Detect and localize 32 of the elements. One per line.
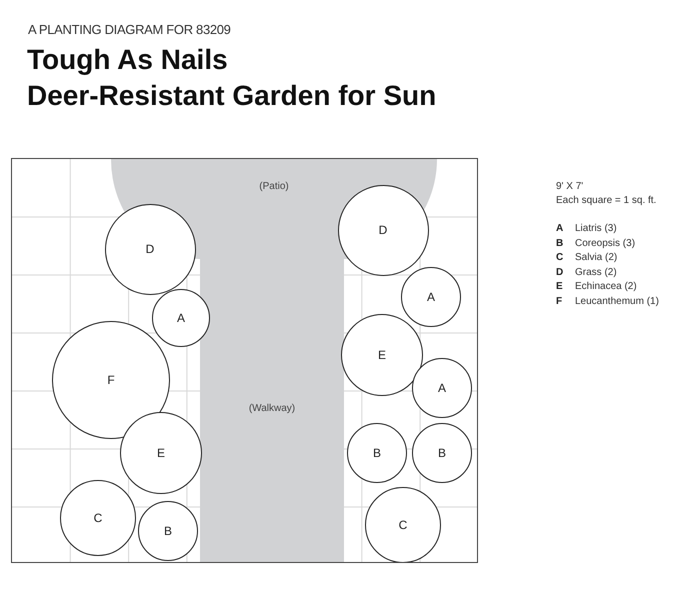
subtitle: A PLANTING DIAGRAM FOR 83209 [28,21,231,39]
plant-letter: D [146,241,154,258]
plant-letter: C [398,517,408,534]
plant-name: Grass (2) [575,266,617,280]
plant-name: Leucanthemum (1) [575,294,659,308]
plant-letter: B [164,523,172,540]
plant-letter: B [372,445,381,462]
key-letter: F [556,294,564,308]
walkway-area [200,259,344,562]
plant-letter: F [107,372,115,389]
plant-letter: C [94,510,102,527]
key-letter: C [556,251,564,265]
dimensions-note: 9' X 7' [556,180,584,194]
plant-letter: D [378,222,388,239]
plant-letter: A [176,310,185,327]
plant-letter: E [378,347,386,364]
area-label: (Walkway) [248,402,296,416]
plant-letter: E [156,445,165,462]
plant-name: Liatris (3) [575,222,617,236]
plant-name: Echinacea (2) [575,280,637,294]
plant-name: Salvia (2) [575,251,618,265]
title: Tough As Nails Deer-Resistant Garden for Sun [27,43,436,113]
scale-note: Each square = 1 sq. ft. [556,194,658,208]
plant-letter: A [426,289,435,306]
plant-letter: B [438,445,446,462]
key-letter: D [556,266,564,280]
plant-name: Coreopsis (3) [575,236,636,250]
key-letter: B [556,236,564,250]
key-letter: A [556,222,564,236]
key-letter: E [556,280,564,294]
area-label: (Patio) [259,180,289,194]
plant-letter: A [438,380,446,397]
